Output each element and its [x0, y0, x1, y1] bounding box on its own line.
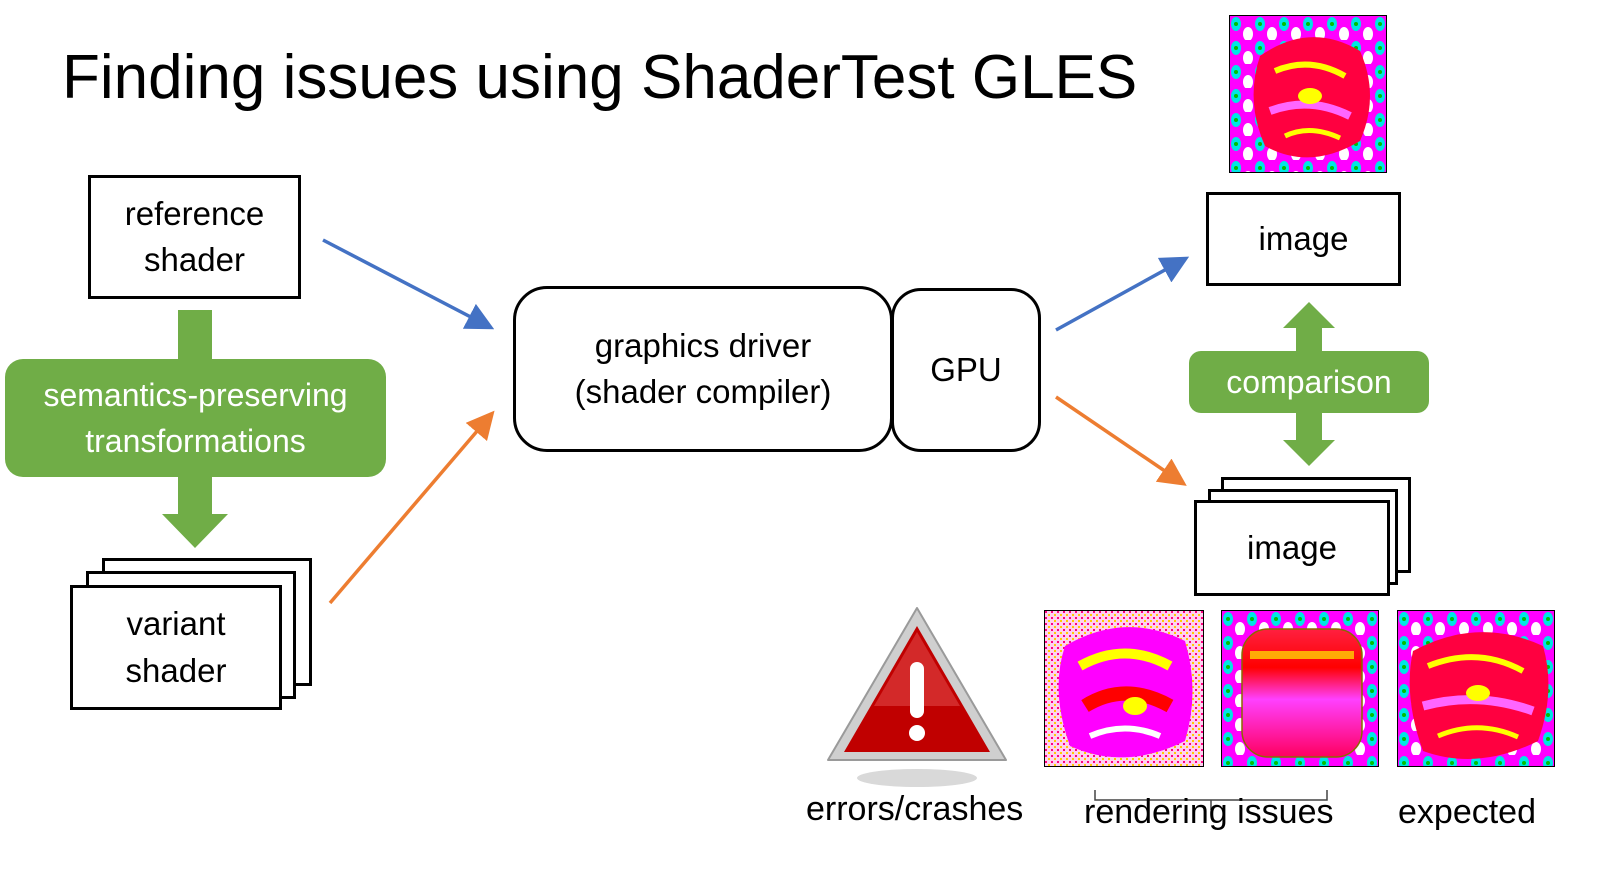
reference-shader-label-line1: reference: [124, 194, 265, 232]
reference-shader-label-line2: shader: [144, 241, 245, 278]
transform-arrow-head: [162, 514, 228, 548]
transformations-label-line2: transformations: [85, 423, 306, 459]
graphics-driver-box: graphics driver (shader compiler): [513, 286, 893, 452]
variant-shader-label-line1: variant: [126, 605, 226, 643]
arrow-gpu-to-image-bottom: [1055, 395, 1187, 486]
comparison-arrow-head-up: [1283, 302, 1335, 328]
errors-caption: errors/crashes: [806, 790, 1024, 828]
variant-shader-label-line2: shader: [125, 651, 227, 689]
rendering-issues-caption: rendering issues: [1084, 793, 1334, 831]
expected-render-thumbnail: [1397, 610, 1555, 767]
image-top-label: image: [1258, 219, 1349, 257]
rendering-issue-noise-thumbnail: [1044, 610, 1204, 767]
rendering-issues-bracket: [1094, 790, 1328, 810]
image-bottom-box: image: [1194, 500, 1390, 596]
arrow-variant-to-driver: [328, 410, 495, 605]
transform-arrow-shaft-bottom: [178, 470, 212, 515]
graphics-driver-label-line1: graphics driver: [594, 326, 812, 364]
warning-triangle-icon: [827, 607, 1007, 787]
image-bottom-label: image: [1247, 528, 1337, 566]
transformations-label-line1: semantics-preserving: [43, 376, 348, 413]
gpu-box: GPU: [891, 288, 1041, 452]
expected-caption: expected: [1398, 793, 1536, 831]
comparison-box: comparison: [1189, 351, 1429, 413]
arrow-gpu-to-image-top: [1055, 256, 1190, 332]
comparison-label: comparison: [1226, 363, 1392, 400]
gpu-label: GPU: [930, 350, 1002, 388]
rendering-issue-smooth-thumbnail: [1221, 610, 1379, 767]
reference-shader-box: reference shader: [88, 175, 301, 299]
transformations-box: semantics-preserving transformations: [5, 359, 386, 477]
image-top-box: image: [1206, 192, 1401, 286]
arrow-reference-to-driver: [322, 238, 495, 330]
variant-shader-box: variant shader: [70, 585, 282, 710]
slide-title: Finding issues using ShaderTest GLES: [62, 43, 1138, 112]
reference-render-thumbnail: [1229, 15, 1387, 173]
graphics-driver-label-line2: (shader compiler): [574, 373, 832, 410]
comparison-arrow-head-down: [1283, 440, 1335, 466]
